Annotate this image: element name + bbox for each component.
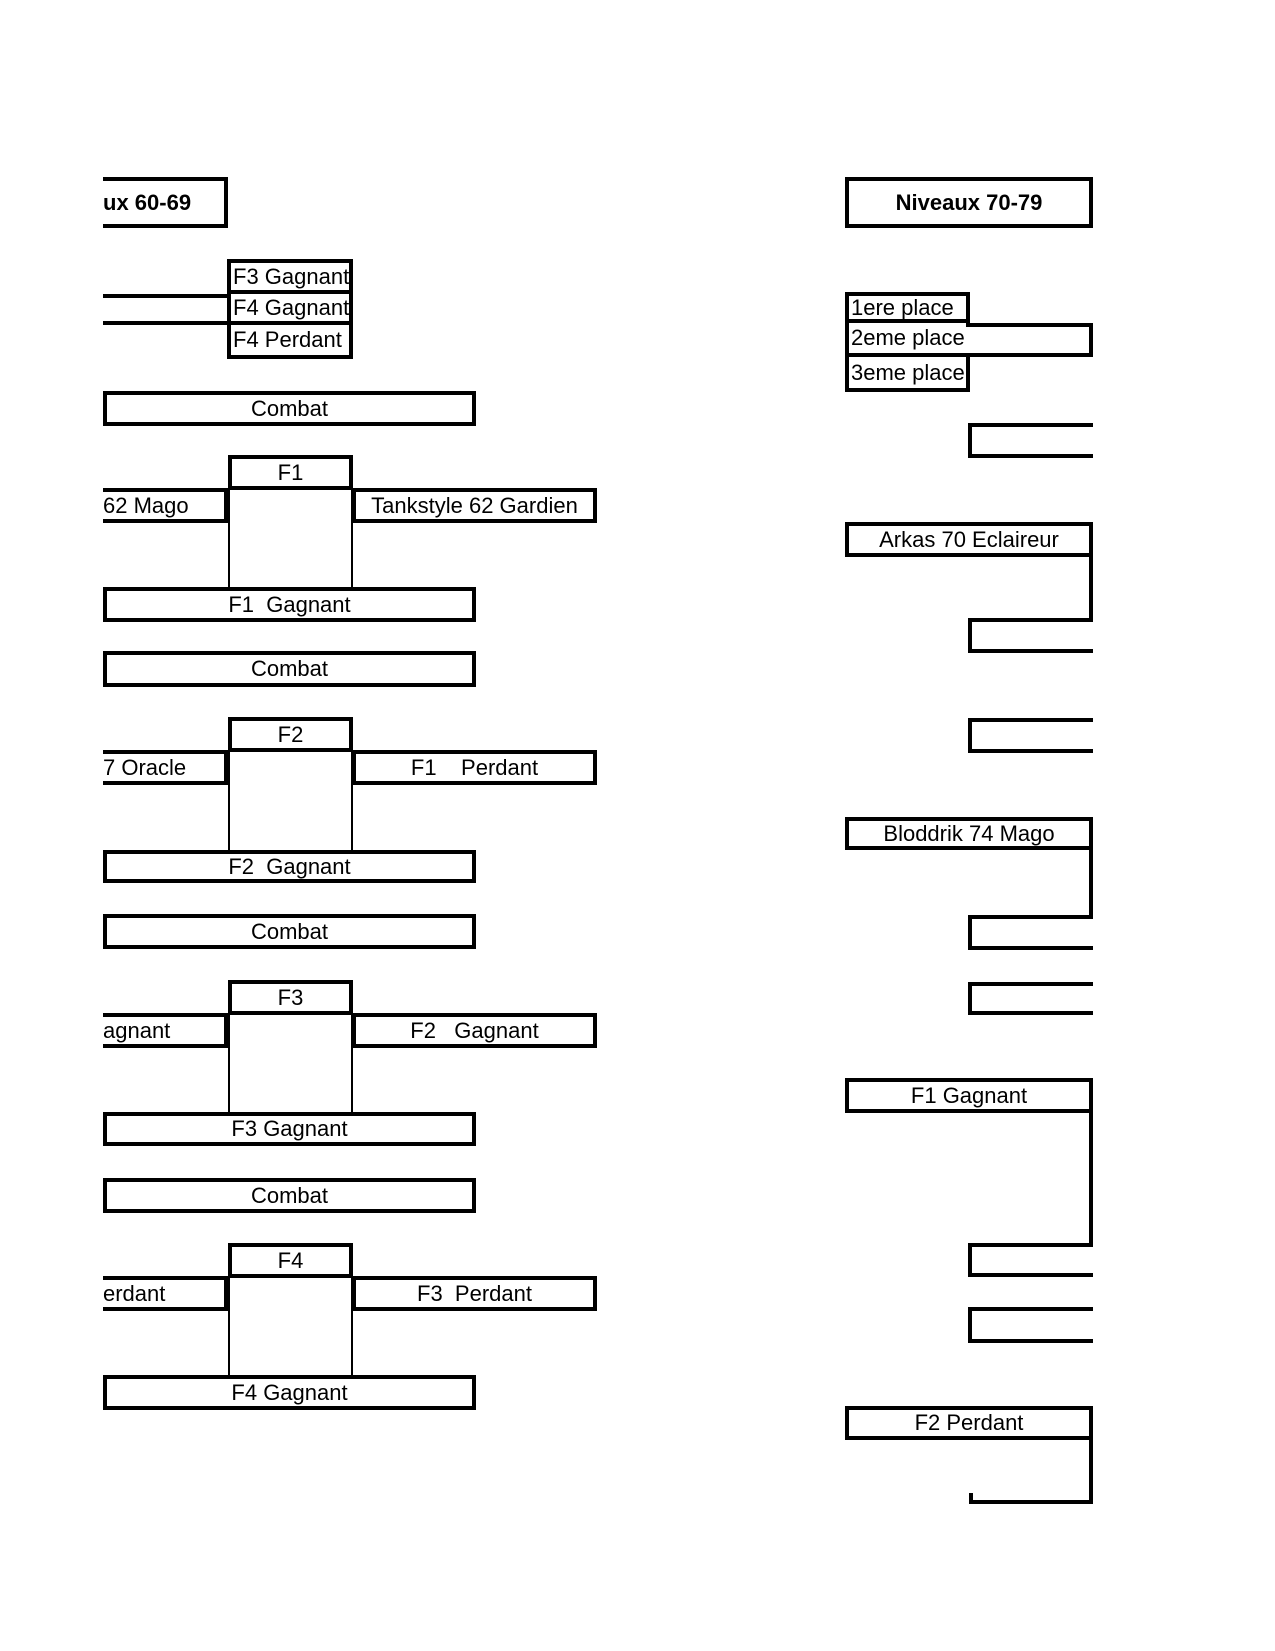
empty-slot (968, 618, 1093, 653)
connector-line (1089, 1113, 1093, 1247)
f2-left-player-bar: 7 Oracle (103, 750, 228, 785)
podium-2eme-place: 2eme place (845, 323, 970, 357)
podium-3eme-place: 3eme place (845, 357, 970, 392)
bracket-line (228, 490, 230, 587)
f4-right-player-bar: F3 Perdant (352, 1276, 597, 1311)
match-label-f4: F4 (228, 1243, 353, 1278)
f2-right-player-bar: F1 Perdant (352, 750, 597, 785)
slot-f3-gagnant: F3 Gagnant (227, 259, 353, 294)
f3-left-player-bar: agnant (103, 1013, 228, 1048)
bracket-line (351, 752, 353, 850)
connector-tick (969, 1493, 973, 1504)
combat-box-4: Combat (103, 1178, 476, 1213)
entry-f2-perdant: F2 Perdant (845, 1406, 1093, 1440)
connector-line (1089, 1440, 1093, 1504)
bracket-70-79-title: Niveaux 70-79 (845, 177, 1093, 228)
combat-box-2: Combat (103, 651, 476, 687)
bracket-line (228, 1015, 230, 1112)
f1-right-player-bar: Tankstyle 62 Gardien (352, 488, 597, 523)
entry-arkas: Arkas 70 Eclaireur (845, 522, 1093, 557)
bracket-60-69-title: ux 60-69 (103, 177, 228, 228)
slot-f4-perdant: F4 Perdant (227, 325, 353, 359)
empty-result-bar (103, 294, 227, 325)
match-label-f3: F3 (228, 980, 353, 1015)
connector-line (1089, 557, 1093, 622)
empty-slot (968, 423, 1093, 458)
combat-box-3: Combat (103, 914, 476, 949)
f4-winner-box: F4 Gagnant (103, 1375, 476, 1410)
f2-winner-box: F2 Gagnant (103, 850, 476, 883)
podium-winner-empty-box (966, 323, 1093, 357)
bracket-line (351, 490, 353, 587)
f1-winner-box: F1 Gagnant (103, 587, 476, 622)
f3-right-player-bar: F2 Gagnant (352, 1013, 597, 1048)
empty-slot (968, 1243, 1093, 1277)
slot-f4-gagnant: F4 Gagnant (227, 294, 353, 325)
empty-slot (968, 982, 1093, 1015)
connector-line (1089, 850, 1093, 919)
match-label-f2: F2 (228, 717, 353, 752)
entry-bloddrik: Bloddrik 74 Mago (845, 817, 1093, 850)
f3-winner-box: F3 Gagnant (103, 1112, 476, 1146)
bracket-line (228, 752, 230, 850)
podium-1ere-place: 1ere place (845, 292, 970, 323)
empty-slot (968, 718, 1093, 753)
f4-left-player-bar: erdant (103, 1276, 228, 1311)
f1-left-player-bar: 62 Mago (103, 488, 228, 523)
combat-box-1: Combat (103, 391, 476, 426)
empty-slot (968, 1307, 1093, 1343)
bracket-line (351, 1015, 353, 1112)
connector-line (969, 1500, 1093, 1504)
bracket-line (351, 1278, 353, 1375)
bracket-line (228, 1278, 230, 1375)
entry-f1-gagnant: F1 Gagnant (845, 1078, 1093, 1113)
empty-slot (968, 915, 1093, 950)
match-label-f1: F1 (228, 455, 353, 490)
